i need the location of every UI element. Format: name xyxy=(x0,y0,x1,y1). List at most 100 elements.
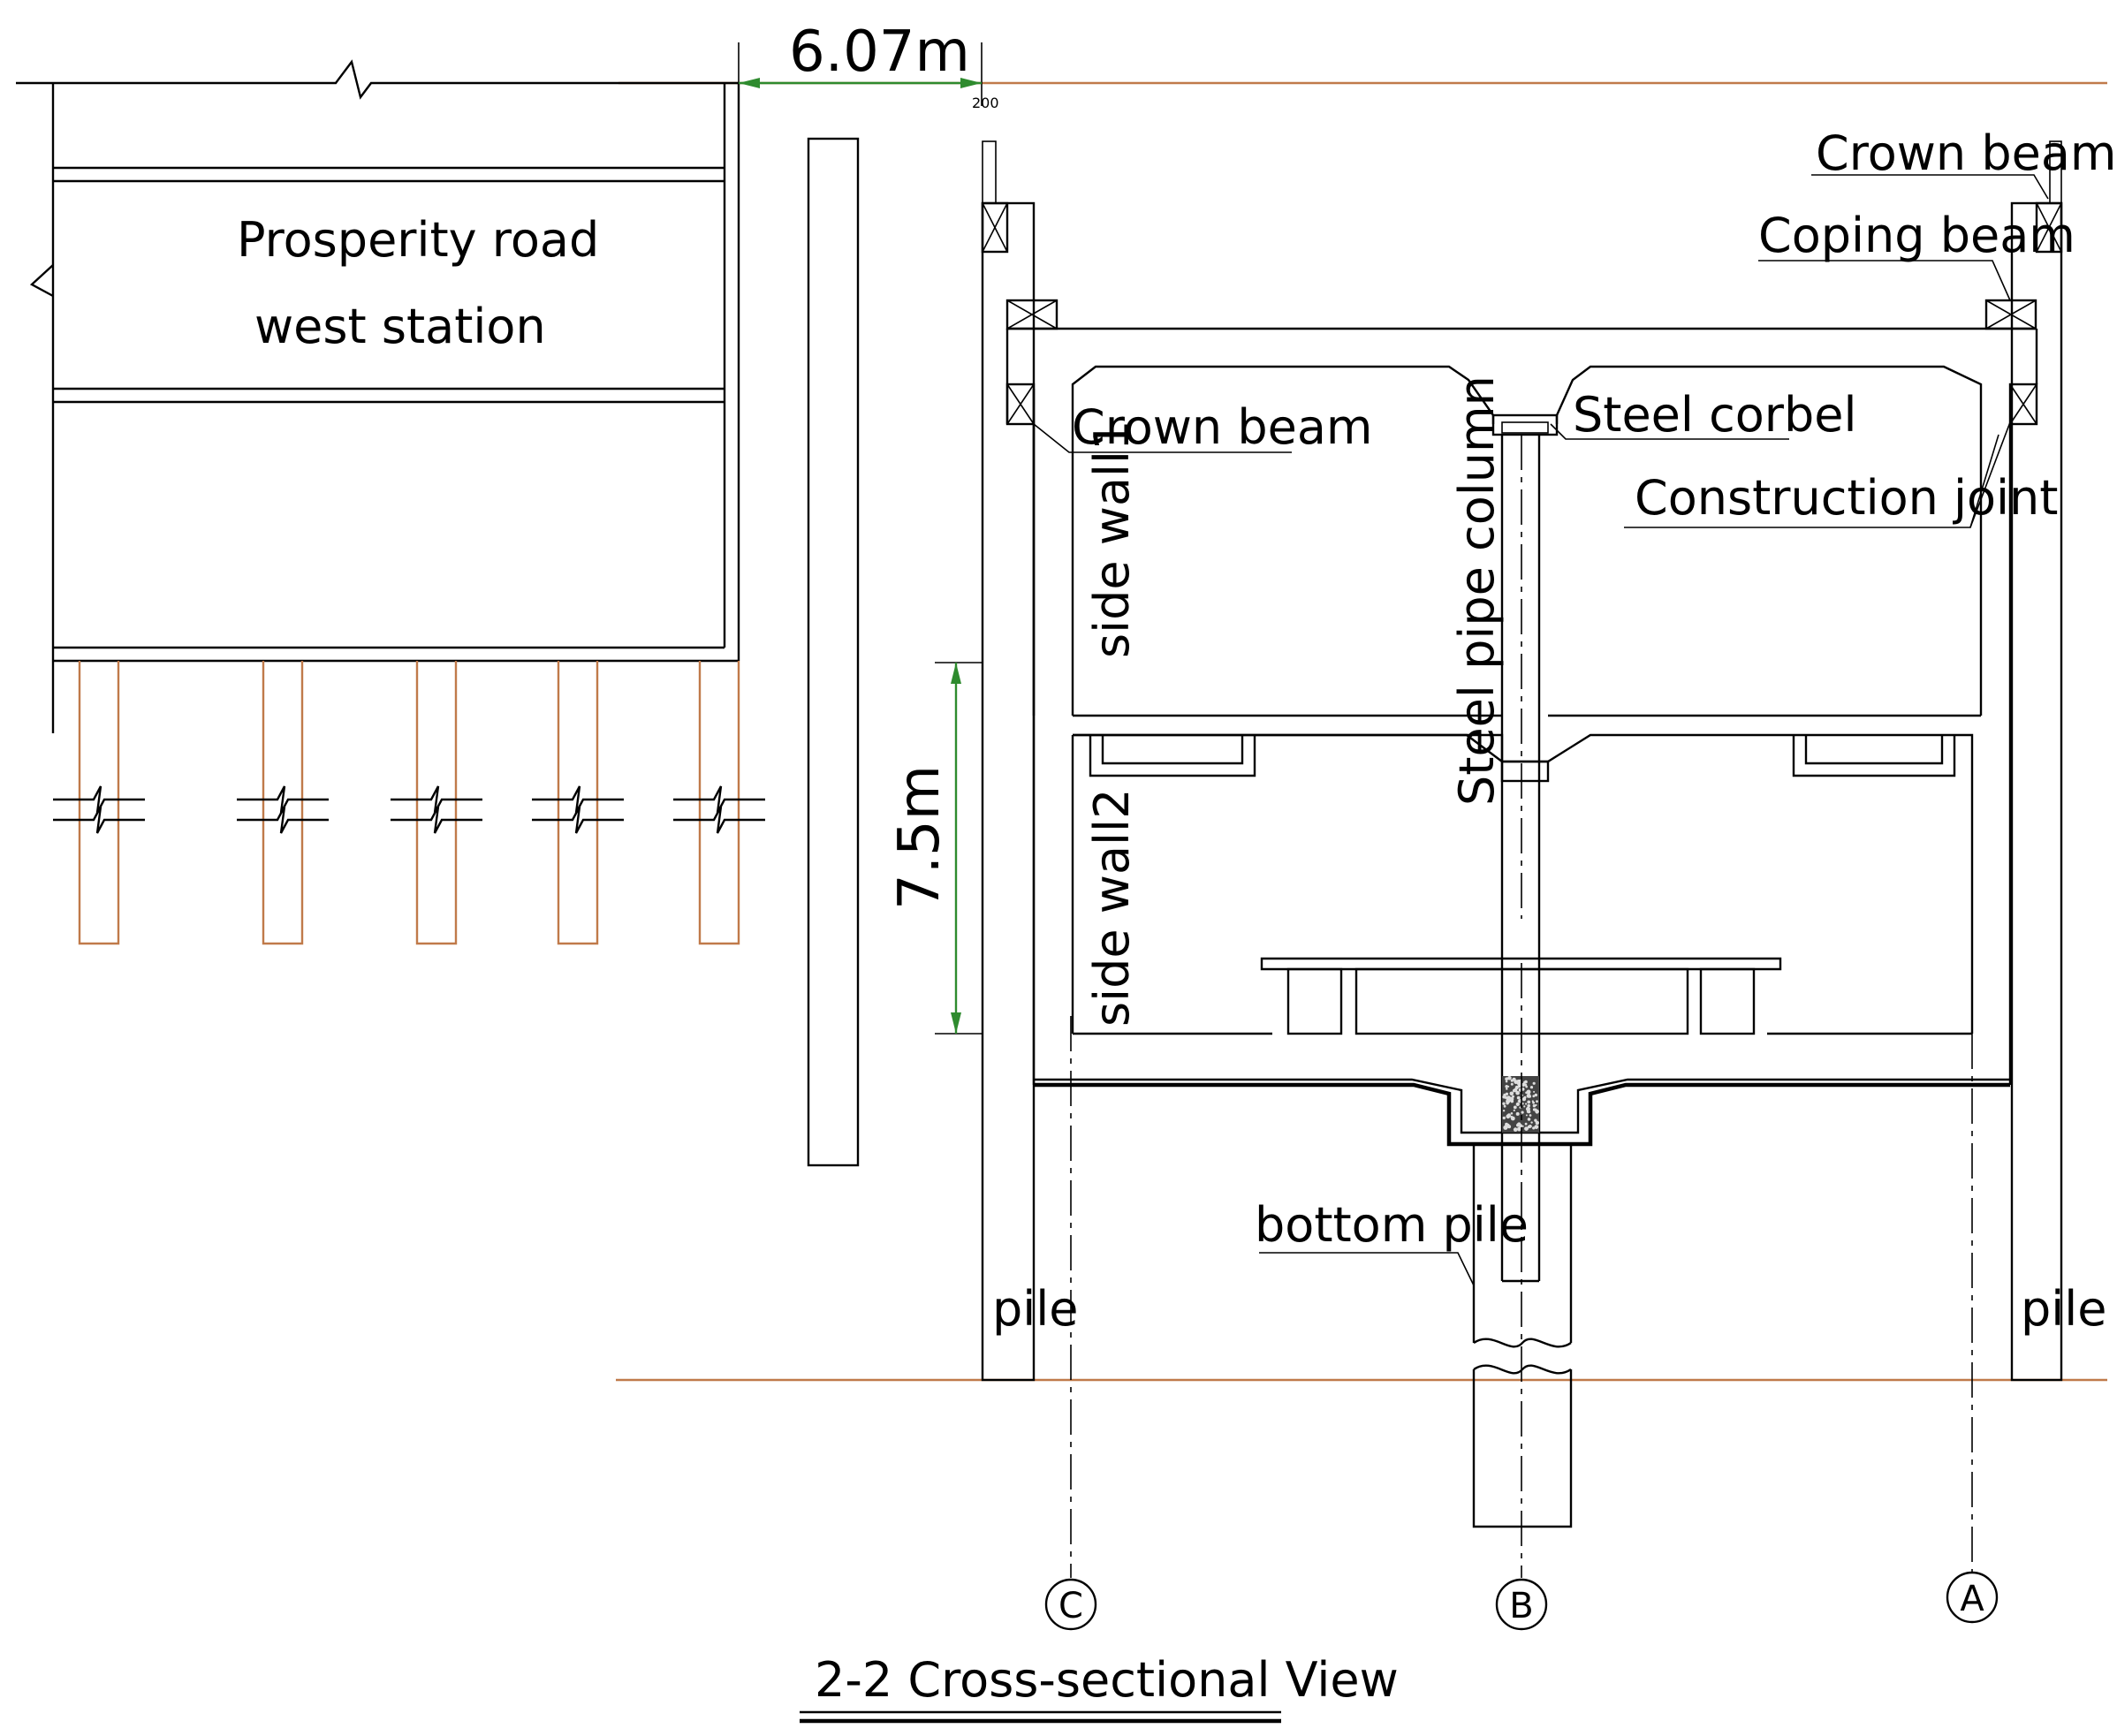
leader-steel-corbel xyxy=(1550,423,1789,440)
dim-label-vertical: 7.5m xyxy=(887,765,952,910)
station-pile xyxy=(78,661,120,945)
concrete-speck xyxy=(1525,1114,1528,1117)
concrete-speck xyxy=(1517,1126,1521,1132)
leader-bottom-pile xyxy=(1259,1252,1475,1286)
concrete-speck xyxy=(1521,1082,1526,1087)
concrete-speck xyxy=(1502,1110,1506,1112)
middle-slab-bottom-profile xyxy=(1071,733,1974,1034)
dimension-horizontal: 6.07m 200 xyxy=(738,19,999,111)
concrete-speck xyxy=(1510,1097,1513,1100)
label-steel-pipe-column: Steel pipe column xyxy=(1449,375,1505,806)
axis-bubble-c xyxy=(1044,1578,1097,1631)
concrete-speck xyxy=(1536,1100,1538,1103)
concrete-speck xyxy=(1505,1080,1508,1083)
concrete-speck xyxy=(1514,1078,1516,1080)
left-top-crown-beam xyxy=(981,201,1009,254)
station-piles xyxy=(53,661,765,945)
concrete-speck xyxy=(1536,1111,1538,1114)
concrete-speck xyxy=(1521,1111,1524,1114)
concrete-speck xyxy=(1526,1093,1531,1098)
top-corbel-cap xyxy=(1501,421,1549,434)
right-top-crown-beam xyxy=(2035,201,2063,254)
concrete-speck xyxy=(1509,1091,1514,1096)
concrete-speck xyxy=(1506,1102,1509,1105)
station-name-line1: Prosperity road xyxy=(237,212,599,268)
grid-axes: C B A xyxy=(1044,435,1999,1631)
top-steel-corbel xyxy=(1491,413,1559,436)
concrete-speck xyxy=(1523,1095,1527,1099)
bottom-pile-lower xyxy=(1472,1369,1573,1528)
leader-construction-joint-2 xyxy=(1969,421,2011,528)
concrete-speck xyxy=(1512,1088,1516,1093)
station-pile-break-mark xyxy=(237,785,329,834)
concrete-speck xyxy=(1505,1092,1509,1096)
station-pile xyxy=(557,661,599,945)
label-side-wall-2: side wall2 xyxy=(1084,789,1140,1027)
leader-coping-beam xyxy=(1758,260,2011,301)
platform-box-3 xyxy=(1699,967,1756,1035)
right-trench xyxy=(1792,735,1956,777)
concrete-speck xyxy=(1515,1090,1520,1095)
axis-bubble-a xyxy=(1946,1571,1999,1624)
concrete-speck xyxy=(1527,1100,1531,1104)
concrete-speck xyxy=(1524,1122,1528,1126)
drawing-title-block: 2-2 Cross-sectional View xyxy=(800,1652,1399,1724)
concrete-speck xyxy=(1526,1106,1530,1111)
label-pile-left: pile xyxy=(992,1281,1079,1337)
station-left-break xyxy=(29,264,54,298)
concrete-speck xyxy=(1526,1089,1531,1095)
station-pile-break-mark xyxy=(532,785,624,834)
left-trench xyxy=(1089,735,1256,777)
concrete-speck xyxy=(1534,1125,1539,1129)
dim-arrow-right xyxy=(960,78,982,88)
concrete-speck xyxy=(1506,1114,1511,1119)
label-crown-beam-left: Crown beam xyxy=(1072,399,1373,455)
concrete-speck xyxy=(1523,1105,1526,1108)
label-crown-beam-top: Crown beam xyxy=(1816,125,2117,181)
existing-station-building: Prosperity road west station xyxy=(16,59,740,733)
concrete-speck xyxy=(1516,1079,1521,1085)
concrete-speck xyxy=(1527,1118,1531,1121)
dim-v-arrow-top xyxy=(951,663,961,684)
concrete-speck xyxy=(1517,1084,1521,1088)
concrete-speck xyxy=(1532,1095,1536,1098)
concrete-speck xyxy=(1513,1127,1518,1132)
concrete-speck xyxy=(1516,1123,1520,1127)
station-pile-break-mark xyxy=(391,785,482,834)
label-pile-right: pile xyxy=(2021,1281,2107,1337)
concrete-speck xyxy=(1535,1120,1540,1126)
concrete-speck xyxy=(1521,1125,1524,1127)
dimension-vertical: 7.5m xyxy=(887,662,983,1035)
platform-deck xyxy=(1260,957,1782,971)
concrete-speck xyxy=(1502,1116,1506,1120)
leader-crown-beam-left xyxy=(1033,423,1292,453)
concrete-speck xyxy=(1506,1095,1511,1101)
callouts: Crown beam Coping beam Crown beam Steel … xyxy=(992,125,2117,1337)
bottom-pile-upper xyxy=(1472,1144,1573,1343)
right-parapet xyxy=(2049,140,2062,204)
platform-box-1 xyxy=(1286,967,1343,1035)
concrete-speck xyxy=(1513,1109,1515,1111)
concrete-speck xyxy=(1515,1111,1520,1116)
concrete-speck xyxy=(1503,1104,1506,1108)
concrete-speck xyxy=(1505,1085,1508,1088)
label-side-wall-1: side wall1 xyxy=(1084,421,1140,658)
concrete-speck xyxy=(1535,1103,1537,1106)
isolation-pile xyxy=(807,137,860,1167)
concrete-speck xyxy=(1533,1090,1536,1093)
dim-v-arrow-bottom xyxy=(951,1012,961,1034)
concrete-speck xyxy=(1506,1088,1508,1090)
concrete-speck xyxy=(1531,1100,1534,1103)
station-pile xyxy=(698,661,740,945)
middle-slab-bottom-left xyxy=(1073,733,1504,762)
dim-label-horizontal: 6.07m xyxy=(789,19,970,85)
concrete-speck xyxy=(1516,1095,1521,1100)
concrete-speck xyxy=(1530,1121,1533,1124)
concrete-speck xyxy=(1532,1104,1537,1108)
middle-steel-corbel xyxy=(1500,760,1550,783)
concrete-fill-texture xyxy=(1502,1075,1540,1132)
station-top-line-with-break xyxy=(16,59,739,100)
concrete-speck xyxy=(1517,1100,1521,1103)
leader-crown-beam-top xyxy=(1811,174,2049,200)
